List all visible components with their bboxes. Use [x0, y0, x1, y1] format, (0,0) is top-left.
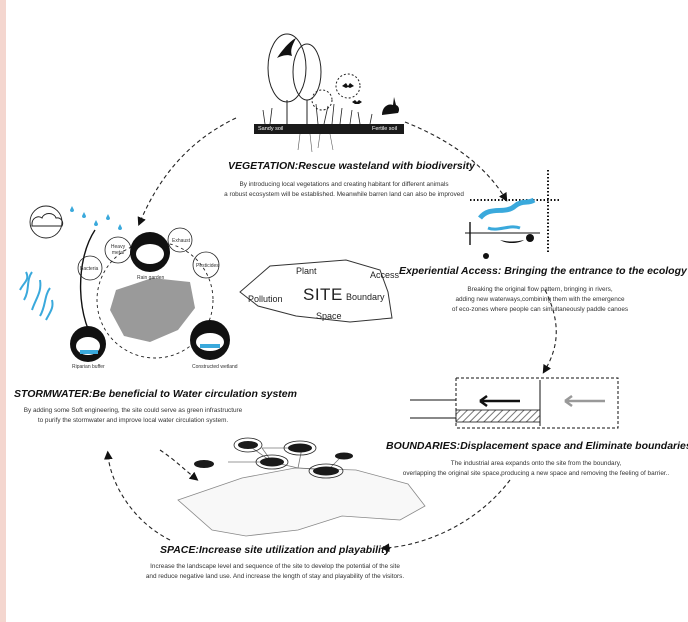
riparian-buffer-label: Riparian buffer [72, 364, 105, 370]
canoe-icon [500, 240, 524, 243]
arrow-boundaries-to-space [380, 479, 511, 553]
stormwater-illustration [19, 205, 230, 362]
crab-icon [526, 234, 534, 242]
cloud-icon [31, 213, 64, 227]
center-pollution: Pollution [248, 294, 283, 304]
stormwater-desc: By adding some Soft engineering, the sit… [23, 407, 243, 424]
center-plant: Plant [296, 266, 317, 276]
vegetation-illustration [254, 33, 404, 153]
edge-strip [0, 0, 6, 622]
fertile-soil-label: Fertile soil [372, 126, 398, 132]
crab-icon [483, 253, 489, 259]
arrow-space-to-stormwater [103, 450, 171, 541]
rain-garden-label: Rain garden [137, 275, 165, 281]
site-map [110, 278, 195, 342]
constructed-wetland-label: Constructed wetland [192, 364, 238, 370]
center-site: SITE [303, 285, 343, 304]
boundaries-title: BOUNDARIES:Displacement space and Elimin… [386, 440, 688, 452]
arrow-left-icon [479, 394, 520, 408]
space-title: SPACE:Increase site utilization and play… [160, 544, 391, 556]
access-title: Experiential Access: Bringing the entran… [399, 265, 687, 277]
butterfly-icon [352, 100, 362, 104]
vegetation-title: VEGETATION:Rescue wasteland with biodive… [228, 160, 475, 172]
access-illustration [465, 170, 560, 259]
bacteria-label: Bacteria [80, 266, 99, 272]
space-desc: Increase the landscape level and sequenc… [145, 563, 405, 580]
space-illustration [177, 437, 426, 537]
waterway [478, 197, 536, 220]
cycle-arrows [103, 117, 557, 553]
arrow-stormwater-space [159, 449, 199, 481]
stormwater-title: STORMWATER:Be beneficial to Water circul… [14, 388, 297, 400]
center-boundary: Boundary [346, 292, 385, 302]
site-outline [239, 259, 393, 323]
arrow-access-to-boundaries [542, 289, 557, 374]
vegetation-blue [19, 271, 54, 321]
arrow-left-icon [564, 394, 605, 408]
arrow-vegetation-to-access [404, 121, 508, 202]
boundaries-illustration [410, 377, 619, 429]
grass [262, 103, 373, 125]
site-plan-outline [177, 467, 426, 537]
heavy-metal-label: Heavy metal [110, 244, 126, 256]
boundaries-desc: The industrial area expands onto the sit… [402, 460, 670, 477]
bird-icon [277, 38, 296, 58]
vegetation-desc: By introducing local vegetations and cre… [224, 181, 464, 198]
pesticides-label: Pesticides [196, 263, 219, 269]
roots [297, 133, 334, 153]
center-access: Access [370, 270, 400, 280]
butterfly-icon [342, 83, 354, 88]
tree-icon [267, 33, 307, 103]
sandy-soil-label: Sandy soil [258, 126, 284, 132]
access-desc: Breaking the original flow pattern, brin… [451, 286, 629, 313]
exhaust-label: Exhaust [172, 238, 191, 244]
hatched-boundary [455, 409, 541, 423]
soil-band [254, 124, 404, 134]
waterway [487, 225, 521, 231]
raindrop-icon [70, 206, 122, 230]
center-space: Space [316, 311, 342, 321]
arrow-vegetation-to-stormwater [137, 117, 237, 227]
space-nodes-ellipses [194, 441, 353, 476]
rabbit-icon [382, 97, 400, 115]
